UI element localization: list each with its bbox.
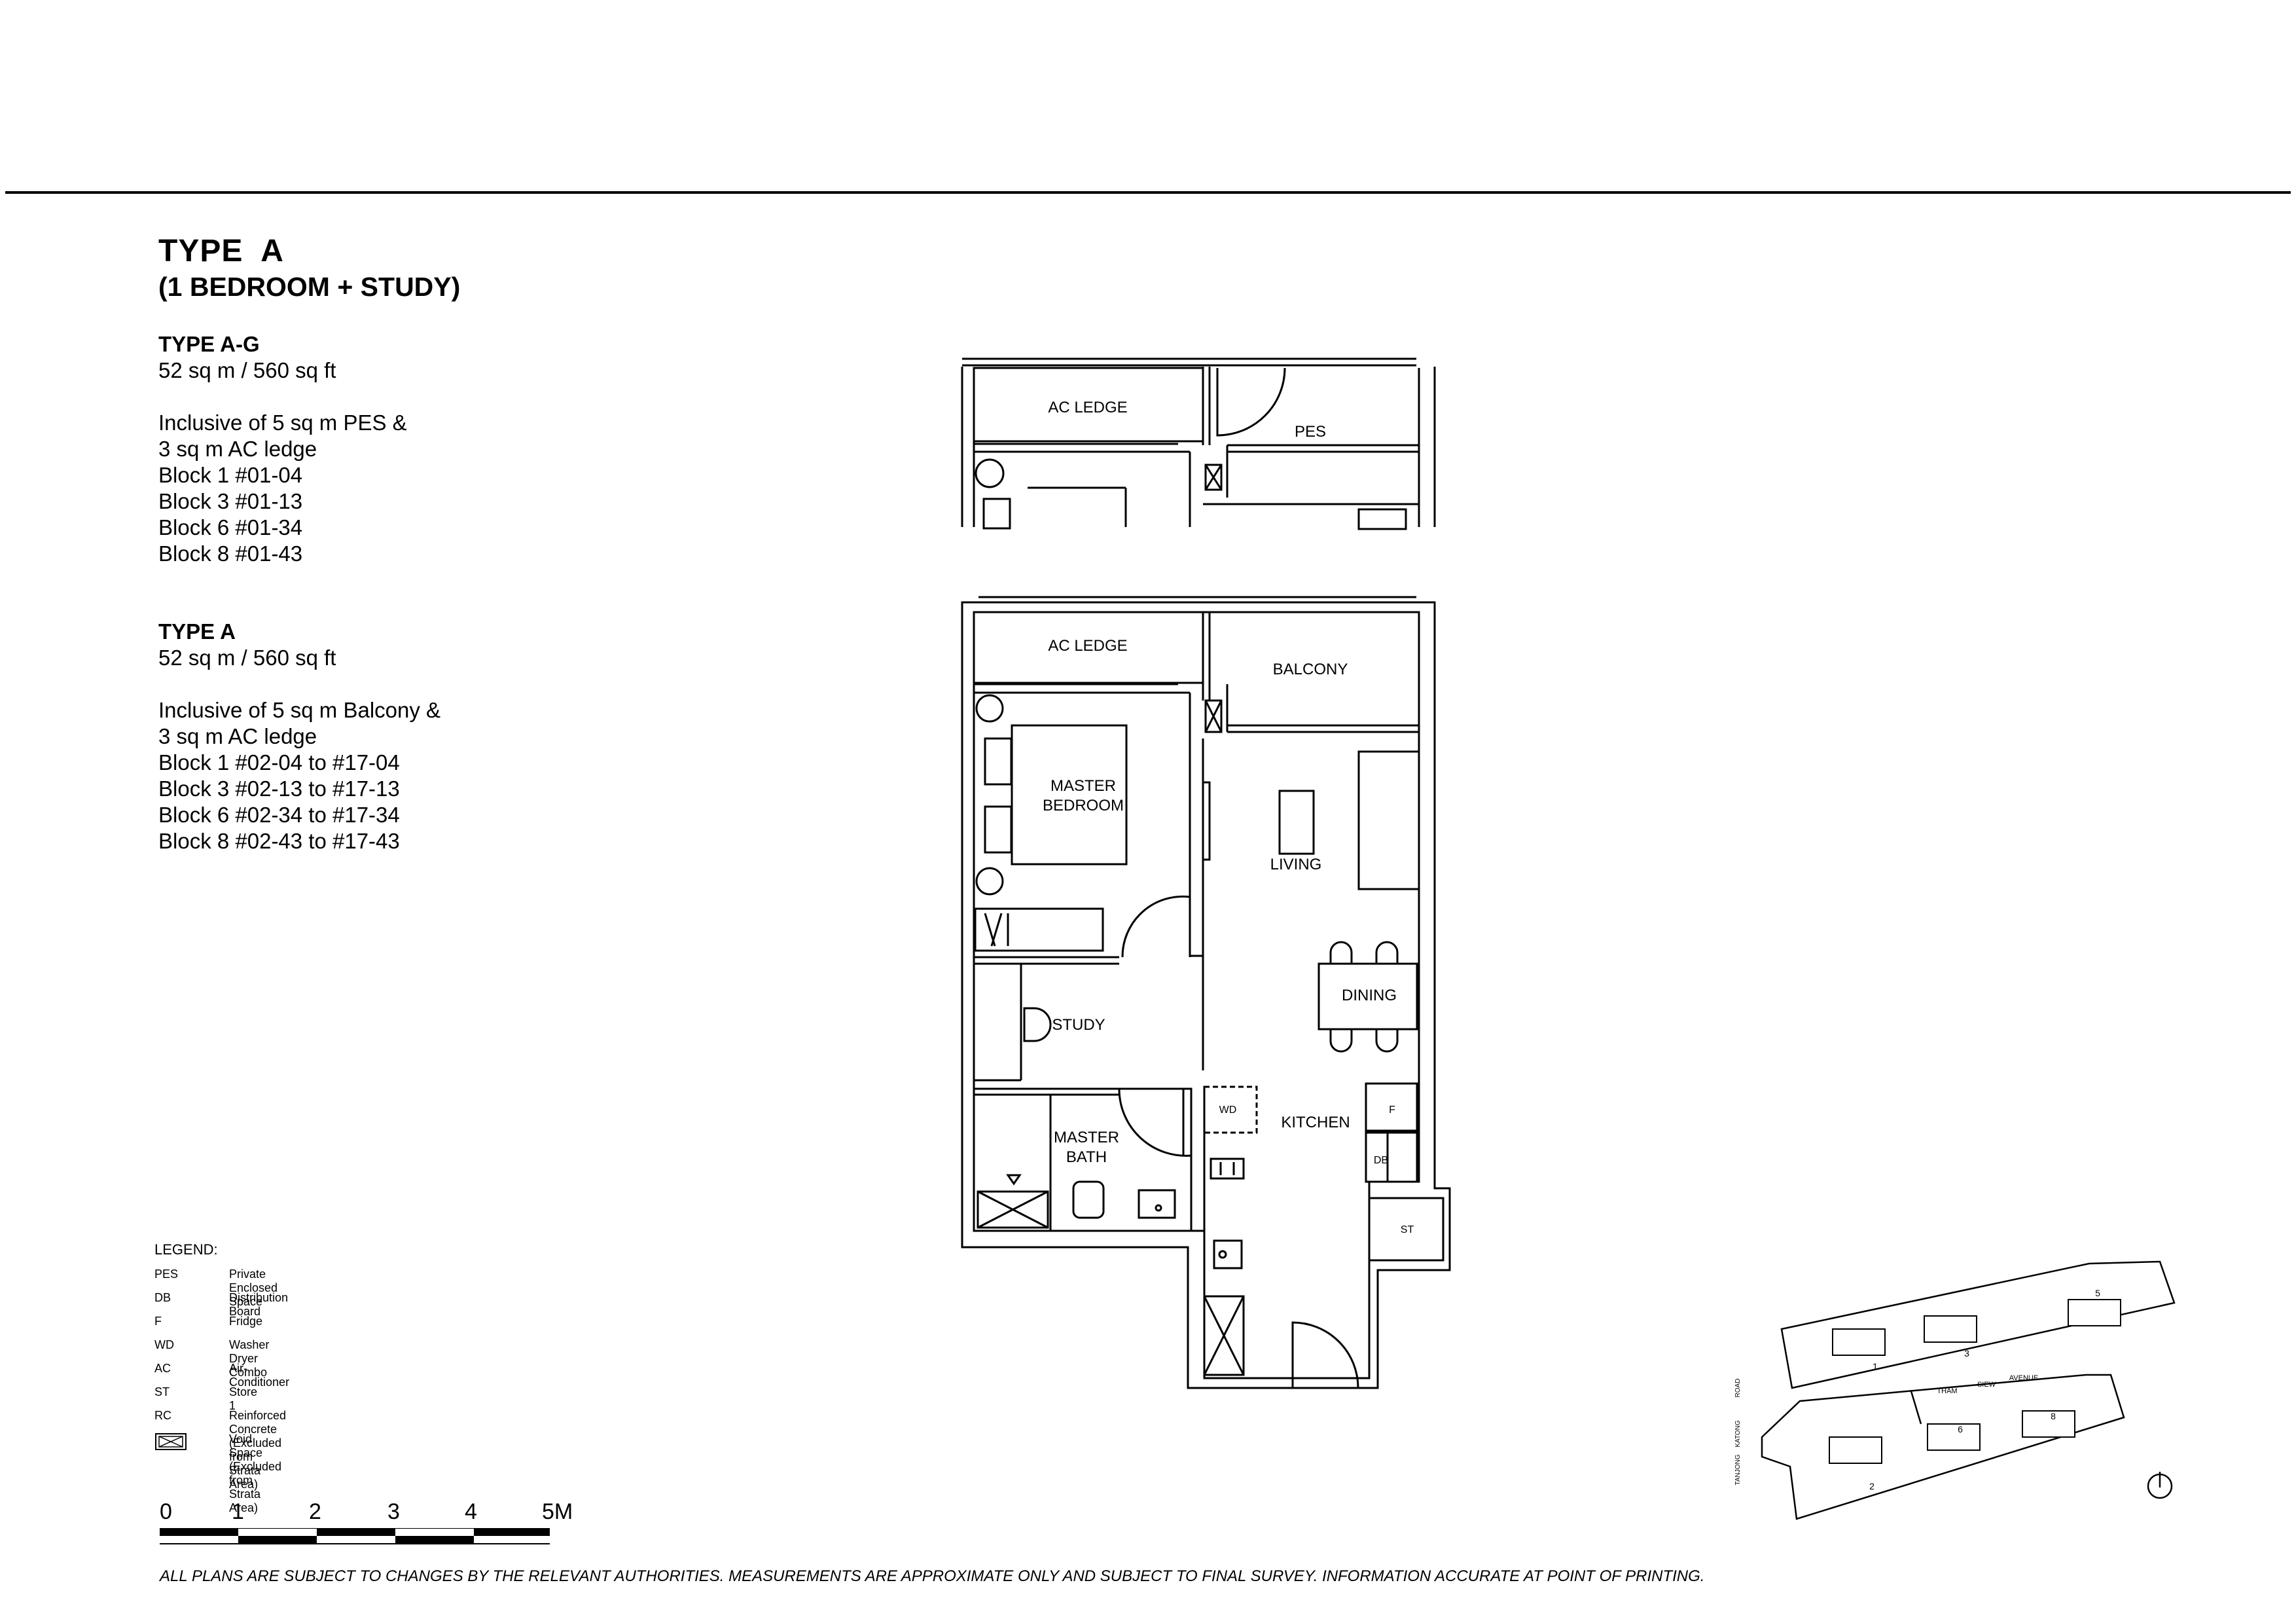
void-space-icon (154, 1432, 187, 1454)
legend-key: PES (154, 1267, 179, 1281)
plan-label-master-bedroom-1: MASTER (1050, 777, 1116, 795)
legend-value: Reinforced Concrete (Excluded from Strat… (229, 1409, 287, 1491)
scale-label: 0 (160, 1499, 172, 1524)
plan-label-f: F (1389, 1104, 1395, 1116)
site-road-label: SIEW (1977, 1381, 1996, 1389)
type-a-unit: Block 6 #02-34 to #17-34 (158, 803, 400, 827)
legend-key: WD (154, 1338, 174, 1351)
legend-row: DB Distribution Board (154, 1291, 288, 1318)
type-ag-unit: Block 8 #01-43 (158, 541, 303, 566)
type-ag-unit: Block 6 #01-34 (158, 515, 303, 539)
site-road-label: AVENUE (2009, 1374, 2038, 1382)
scale-label: 2 (309, 1499, 321, 1524)
site-block-label: 8 (2051, 1411, 2056, 1421)
page-subtitle: (1 BEDROOM + STUDY) (158, 272, 461, 302)
legend-key: DB (154, 1291, 171, 1304)
type-ag-area: 52 sq m / 560 sq ft (158, 358, 336, 382)
plan-label-study: STUDY (1052, 1016, 1105, 1034)
plan-label-ac-ledge: AC LEDGE (1048, 637, 1127, 655)
site-block-label: 2 (1869, 1481, 1874, 1491)
plan-label-master-bedroom-2: BEDROOM (1043, 797, 1124, 814)
scale-label: 3 (387, 1499, 400, 1524)
top-rule (5, 191, 2291, 194)
scale-bar-graphic (160, 1528, 550, 1544)
type-ag-unit: Block 3 #01-13 (158, 489, 303, 513)
plan-label-kitchen: KITCHEN (1281, 1114, 1350, 1131)
type-ag-inclusive-1: Inclusive of 5 sq m PES & (158, 410, 407, 435)
floor-plan-type-ag-partial: AC LEDGE PES (961, 357, 1436, 530)
site-road-label: THAM (1937, 1387, 1957, 1395)
site-block-label: 3 (1964, 1348, 1969, 1359)
type-a-unit: Block 3 #02-13 to #17-13 (158, 776, 400, 801)
plan-label-balcony: BALCONY (1273, 661, 1348, 678)
plan-label-master-bath-2: BATH (1066, 1148, 1107, 1166)
plan-label-ac-ledge: AC LEDGE (1048, 399, 1127, 416)
legend-row: PES Private Enclosed Space (154, 1267, 278, 1308)
site-block-label: 1 (1873, 1361, 1878, 1372)
site-road-label: TANJONG (1734, 1454, 1742, 1485)
legend-row: RC Reinforced Concrete (Excluded from Str… (154, 1409, 286, 1491)
plan-label-living: LIVING (1270, 856, 1322, 873)
legend-value: Distribution Board (229, 1291, 289, 1318)
legend-key: ST (154, 1385, 170, 1398)
legend-value: Private Enclosed Space (229, 1267, 278, 1308)
type-a-inclusive-1: Inclusive of 5 sq m Balcony & (158, 698, 441, 722)
legend-row: WD Washer Dryer Combo (154, 1338, 269, 1379)
legend-title: LEGEND: (154, 1241, 218, 1258)
legend-value: Fridge (229, 1315, 263, 1328)
page-title: TYPE A (158, 234, 284, 268)
legend-key: F (154, 1315, 162, 1328)
type-a-info: TYPE A 52 sq m / 560 sq ft Inclusive of … (158, 619, 440, 854)
legend-row: F Fridge (154, 1315, 262, 1338)
legend: LEGEND: PES Private Enclosed Space DB Dist… (154, 1241, 289, 1514)
legend-value: Void Space (Excluded from Strata Area) (229, 1432, 282, 1514)
type-ag-inclusive-2: 3 sq m AC ledge (158, 437, 317, 461)
legend-value: Store 1 (229, 1385, 258, 1412)
type-a-unit: Block 8 #02-43 to #17-43 (158, 829, 400, 853)
type-ag-info: TYPE A-G 52 sq m / 560 sq ft Inclusive o… (158, 331, 407, 567)
plan-label-db: DB (1374, 1155, 1388, 1166)
legend-row: AC Air-Conditioner (154, 1362, 289, 1389)
legend-value: Air-Conditioner (229, 1362, 290, 1389)
plan-label-st: ST (1401, 1224, 1414, 1235)
type-a-inclusive-2: 3 sq m AC ledge (158, 724, 317, 748)
plan-label-dining: DINING (1342, 987, 1397, 1004)
type-a-heading: TYPE A (158, 619, 236, 644)
floor-plan-type-a: AC LEDGE BALCONY MASTER BEDROOM LIVING D… (961, 596, 1451, 1389)
type-a-unit: Block 1 #02-04 to #17-04 (158, 750, 400, 775)
plan-label-master-bath-1: MASTER (1054, 1129, 1119, 1146)
site-block-label: 5 (2095, 1288, 2100, 1298)
legend-value: Washer Dryer Combo (229, 1338, 270, 1379)
site-plan: 1 2 3 5 6 8 THAM SIEW AVENUE KATONG TANJ… (1734, 1260, 2176, 1520)
scale-label: 4 (465, 1499, 477, 1524)
type-ag-heading: TYPE A-G (158, 332, 260, 356)
plan-label-wd: WD (1219, 1104, 1237, 1116)
scale-label: 5M (542, 1499, 573, 1524)
scale-label: 1 (232, 1499, 244, 1524)
legend-row: Void Space (Excluded from Strata Area) (154, 1432, 281, 1514)
legend-row: ST Store 1 (154, 1385, 257, 1412)
type-a-area: 52 sq m / 560 sq ft (158, 646, 336, 670)
plan-label-pes: PES (1295, 423, 1326, 441)
disclaimer: ALL PLANS ARE SUBJECT TO CHANGES BY THE … (160, 1567, 1705, 1585)
site-block-label: 6 (1958, 1424, 1963, 1434)
type-ag-unit: Block 1 #01-04 (158, 463, 303, 487)
site-road-label: KATONG (1734, 1420, 1742, 1448)
scale-bar: 0 1 2 3 4 5M (160, 1499, 573, 1565)
legend-key: AC (154, 1362, 171, 1375)
site-road-label: ROAD (1734, 1379, 1742, 1398)
legend-key: RC (154, 1409, 171, 1422)
